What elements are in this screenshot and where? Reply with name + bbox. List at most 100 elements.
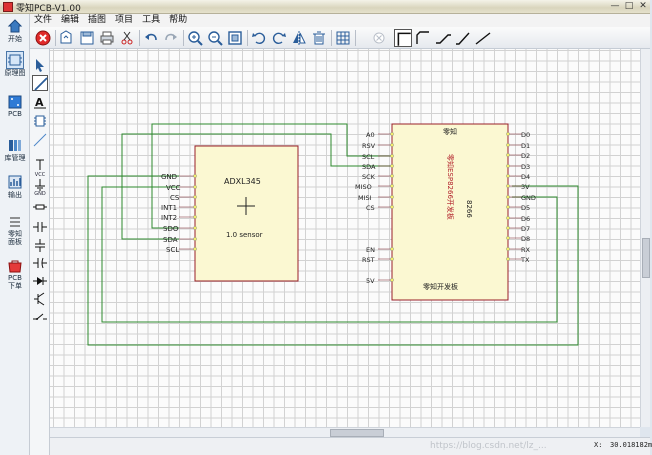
transistor-icon[interactable] [32,291,48,307]
sidebar-schematic-label: 原理图 [4,69,26,77]
sidebar-panel-label: 零知 面板 [8,230,22,246]
esp-pin-d8: D8 [521,235,530,243]
esp-pin-d4: D4 [521,173,530,181]
gnd-icon[interactable] [32,177,48,193]
cut-icon[interactable] [118,29,136,47]
esp-pin-d1: D1 [521,142,530,150]
close-window-icon[interactable]: ✕ [639,1,647,11]
rotate-right-icon[interactable] [270,29,288,47]
pcb-order-icon [7,258,23,274]
sidebar-panel[interactable]: 零知 面板 [0,214,30,246]
crosshair-icon [237,197,255,215]
line-icon[interactable] [32,132,48,148]
sidebar-output-label: 输出 [8,191,22,199]
pointer-icon[interactable] [32,57,48,73]
esp-title: 零知 [443,127,457,136]
text-icon[interactable]: A [32,94,48,110]
esp-pin-rst: RST [362,256,375,264]
minimize-icon[interactable]: — [610,1,620,11]
sidebar-start[interactable]: 开始 [0,18,30,44]
esp-pin-cs: CS [366,204,375,212]
esp-vertical-title: 零知ESP8266开发板 [446,154,455,220]
horizontal-scrollbar[interactable] [50,427,640,437]
line-free-icon[interactable] [474,29,492,47]
esp-pin-en: EN [366,246,375,254]
line-45-a-icon[interactable] [414,29,432,47]
adxl-pin-sda: SDA [163,236,178,244]
wires [87,123,579,346]
zoom-fit-icon[interactable] [226,29,244,47]
esp-pin-scl: SCL [362,153,375,161]
capacitor-icon[interactable] [32,219,48,235]
flip-icon[interactable] [290,29,308,47]
wire-sda-sda[interactable] [121,133,392,240]
watermark-text: https://blog.csdn.net/lz_... [430,441,547,451]
resistor-icon[interactable] [32,199,48,215]
vcc-label: VCC [34,172,46,178]
diode-icon[interactable] [32,273,48,289]
sidebar-schematic[interactable]: 原理图 [0,51,30,78]
adxl-pin-sdo: SDO [163,225,179,233]
grid-icon[interactable] [334,29,352,47]
undo-icon[interactable] [142,29,160,47]
wire-icon[interactable] [32,75,48,91]
esp-pin-d5: D5 [521,204,530,212]
pcb-icon [7,94,23,110]
wire-sdo-scl[interactable] [151,123,392,229]
delete-icon[interactable] [310,29,328,47]
menu-tools[interactable]: 工具 [142,15,161,25]
esp8266-component[interactable]: 零知 零知ESP8266开发板 8266 零知开发板 A0 RSV SCL SD… [355,123,536,301]
menu-file[interactable]: 文件 [34,15,53,25]
esp-pin-gnd: GND [521,194,536,202]
vertical-scroll-thumb[interactable] [642,238,650,278]
sidebar-start-label: 开始 [8,35,22,43]
esp-pin-3v: 3V [521,183,530,191]
line-45-b-icon[interactable] [434,29,452,47]
menu-edit[interactable]: 编辑 [61,15,80,25]
disabled-circle-icon [370,29,388,47]
menu-project[interactable]: 项目 [115,15,134,25]
sidebar-library[interactable]: 库管理 [0,137,30,163]
esp-pin-d7: D7 [521,225,530,233]
menu-insert[interactable]: 插图 [88,15,107,25]
esp-pin-sda: SDA [362,163,376,171]
esp-pin-d3: D3 [521,163,530,171]
line-diagonal-icon[interactable] [454,29,472,47]
x-coordinate-value: 30.018182m [610,441,652,449]
print-icon[interactable] [98,29,116,47]
main-toolbar [30,27,650,49]
esp-pin-d0: D0 [521,131,530,139]
rotate-left-icon[interactable] [250,29,268,47]
wire-gnd-3v[interactable] [87,175,579,346]
zoom-out-icon[interactable] [206,29,224,47]
electrolytic-capacitor-icon[interactable] [32,255,48,271]
close-circle-icon[interactable] [34,29,52,47]
house-icon [7,18,23,34]
zoom-in-icon[interactable] [186,29,204,47]
sidebar-pcb[interactable]: PCB [0,94,30,118]
window-controls: — □ ✕ [608,0,650,14]
chip-icon[interactable] [32,113,48,129]
maximize-icon[interactable]: □ [624,1,634,11]
sidebar-output[interactable]: 输出 [0,174,30,200]
open-folder-icon[interactable] [58,29,76,47]
esp-pin-tx: TX [520,256,530,264]
wire-vcc-gnd[interactable] [101,186,558,323]
esp-vertical-sub: 8266 [465,200,473,218]
horizontal-scroll-thumb[interactable] [330,429,384,437]
polar-capacitor-icon[interactable] [32,237,48,253]
vcc-icon[interactable] [32,156,48,172]
esp-pin-miso: MISO [355,183,372,191]
app-icon [3,2,13,12]
save-icon[interactable] [78,29,96,47]
vertical-scrollbar[interactable] [640,49,650,427]
adxl345-component[interactable]: ADXL345 1.0 sensor GND VCC CS INT1 INT2 … [161,145,299,282]
gnd-label: GND [34,191,46,197]
redo-icon[interactable] [162,29,180,47]
line-corner-icon[interactable] [394,29,412,47]
switch-icon[interactable] [32,309,48,325]
sidebar-pcb-order[interactable]: PCB 下单 [0,258,30,290]
menu-help[interactable]: 帮助 [169,15,188,25]
schematic-canvas[interactable]: ADXL345 1.0 sensor GND VCC CS INT1 INT2 … [50,49,640,427]
